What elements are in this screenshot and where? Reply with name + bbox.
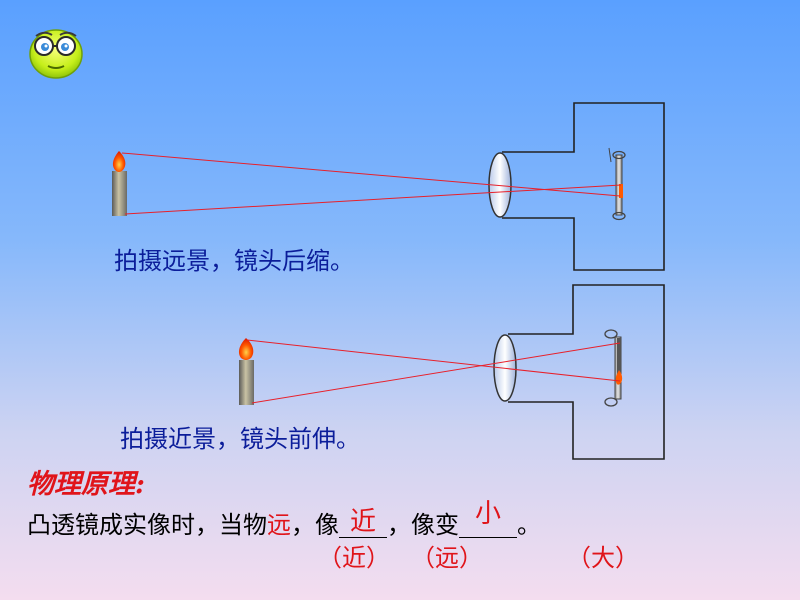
answer-image-small: 小 xyxy=(474,499,501,529)
caption-far-scene: 拍摄远景，镜头后缩。 xyxy=(114,247,354,275)
blank-image-distance: 近 xyxy=(339,504,387,541)
alternate-object-near: （近） xyxy=(318,544,390,572)
caption-near-scene: 拍摄近景，镜头前伸。 xyxy=(120,425,360,453)
film-far xyxy=(608,147,626,221)
alternate-image-large: （大） xyxy=(567,544,639,572)
diagram-near xyxy=(238,284,665,460)
sentence-part-2: ，像 xyxy=(291,511,339,539)
light-rays-near xyxy=(246,339,621,404)
candle-icon xyxy=(238,338,254,405)
sentence-part-3: ，像变 xyxy=(387,511,459,539)
sentence-part-1: 凸透镜成实像时，当物 xyxy=(27,511,267,539)
answer-object-far: 远 xyxy=(267,511,291,539)
camera-body-far xyxy=(502,102,665,271)
camera-body-near xyxy=(508,284,665,460)
alternate-image-far: （远） xyxy=(411,544,483,572)
smiley-face-with-glasses-icon xyxy=(29,29,83,79)
blank-image-size: 小 xyxy=(459,499,517,541)
answer-image-near: 近 xyxy=(349,507,376,537)
light-rays-far xyxy=(121,152,622,215)
diagram-far xyxy=(112,102,665,271)
principle-title: 物理原理: xyxy=(27,469,145,500)
sentence-part-4: 。 xyxy=(517,511,541,539)
principle-sentence: 凸透镜成实像时，当物远，像近 ，像变小。 xyxy=(27,499,541,541)
film-near xyxy=(604,329,623,407)
candle-icon xyxy=(112,151,127,216)
